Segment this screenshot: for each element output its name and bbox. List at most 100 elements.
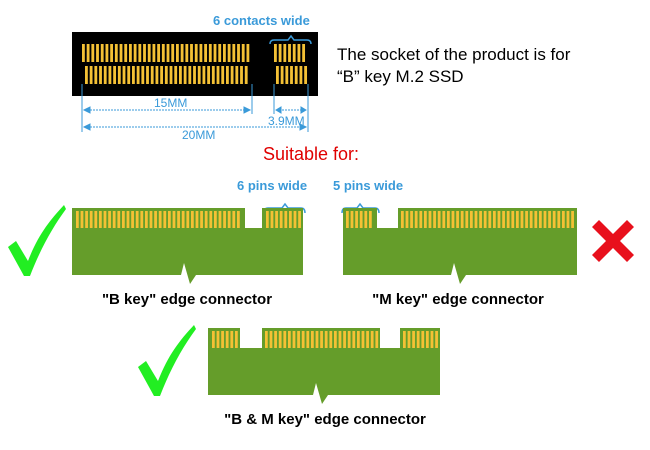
gold-pin	[129, 44, 132, 62]
gold-pin	[157, 44, 161, 62]
gold-pin	[223, 211, 226, 228]
m-key-pins-label: 5 pins wide	[333, 178, 404, 193]
gold-pin	[204, 44, 208, 62]
gold-pin	[103, 66, 107, 84]
gold-pin	[288, 44, 291, 62]
gold-pin	[176, 44, 179, 62]
gold-pin	[347, 331, 351, 348]
gold-pin	[329, 331, 333, 348]
gold-pin	[85, 66, 88, 84]
gold-pin	[232, 211, 236, 228]
gold-pin	[94, 211, 98, 228]
gold-pin	[216, 331, 220, 348]
gold-pin	[562, 211, 565, 228]
gold-pin	[227, 211, 231, 228]
gold-pin	[209, 211, 213, 228]
gold-pin	[357, 331, 360, 348]
gold-pin	[136, 66, 140, 84]
gold-pin	[207, 66, 211, 84]
gold-pin	[566, 211, 570, 228]
gold-pin	[548, 211, 551, 228]
gold-pin	[301, 331, 305, 348]
gold-pin	[571, 211, 574, 228]
gold-pin	[143, 44, 146, 62]
gold-pin	[237, 44, 240, 62]
gold-pin	[99, 66, 102, 84]
gold-pin	[274, 331, 277, 348]
gold-pin	[145, 211, 148, 228]
gold-pin	[488, 211, 492, 228]
gold-pin	[306, 331, 310, 348]
gold-pin	[150, 66, 154, 84]
gold-pin	[180, 44, 184, 62]
gold-pin	[218, 44, 222, 62]
bm-key-edge-connector	[208, 328, 440, 404]
gold-pin	[122, 211, 125, 228]
gold-pin	[292, 44, 296, 62]
gold-pin	[334, 331, 337, 348]
gold-pin	[237, 211, 240, 228]
m-key-connector-label: "M key" edge connector	[372, 291, 544, 308]
gold-pin	[403, 331, 406, 348]
gold-pin	[108, 211, 111, 228]
gold-pin	[195, 211, 199, 228]
gold-pin	[221, 331, 224, 348]
gold-pin	[293, 211, 297, 228]
gold-pin	[465, 211, 469, 228]
gold-pin	[430, 331, 434, 348]
gold-pin	[194, 44, 198, 62]
gold-pin	[108, 66, 112, 84]
gold-pin	[202, 66, 206, 84]
gold-pin	[171, 44, 175, 62]
gold-pin	[289, 211, 292, 228]
gold-pin	[426, 331, 429, 348]
gold-pin	[346, 211, 349, 228]
gold-pin	[502, 211, 505, 228]
gold-pin	[100, 44, 104, 62]
b-key-pins-label: 6 pins wide	[237, 178, 308, 193]
gold-pin	[193, 66, 196, 84]
gold-pin	[288, 331, 291, 348]
gold-pin	[299, 66, 303, 84]
gold-pin	[355, 211, 358, 228]
gold-pin	[460, 211, 464, 228]
gold-pin	[543, 211, 547, 228]
gold-pin	[168, 211, 171, 228]
gold-pin	[135, 211, 139, 228]
m-key-edge-connector	[343, 208, 577, 284]
gold-pin	[140, 211, 144, 228]
gold-pin	[265, 331, 268, 348]
gold-pin	[149, 211, 153, 228]
gold-pin	[290, 66, 293, 84]
gold-pin	[511, 211, 515, 228]
gold-pin	[297, 44, 301, 62]
gold-pin	[216, 66, 220, 84]
gold-pin	[164, 66, 168, 84]
gold-pin	[483, 211, 487, 228]
dimension-3-9mm: 3.9MM	[268, 114, 305, 128]
gold-pin	[227, 44, 231, 62]
gold-pin	[410, 211, 413, 228]
gold-pin	[298, 211, 301, 228]
gold-pin	[244, 66, 248, 84]
cross-icon	[592, 220, 634, 262]
gold-pin	[442, 211, 446, 228]
gold-pin	[141, 66, 145, 84]
gold-pin	[401, 211, 404, 228]
gold-pin	[103, 211, 107, 228]
gold-pin	[456, 211, 459, 228]
gold-pin	[138, 44, 142, 62]
gold-pin	[91, 44, 95, 62]
socket-description-line2: “B” key M.2 SSD	[337, 67, 464, 86]
gold-pin	[172, 211, 176, 228]
edge-connectors	[72, 208, 577, 404]
contacts-wide-label: 6 contacts wide	[213, 13, 310, 28]
gold-pin	[437, 211, 441, 228]
gold-pin	[284, 211, 288, 228]
gold-pin	[155, 66, 159, 84]
gold-pin	[552, 211, 556, 228]
gold-pin	[185, 44, 189, 62]
gold-pin	[366, 331, 369, 348]
gold-pin	[266, 211, 269, 228]
